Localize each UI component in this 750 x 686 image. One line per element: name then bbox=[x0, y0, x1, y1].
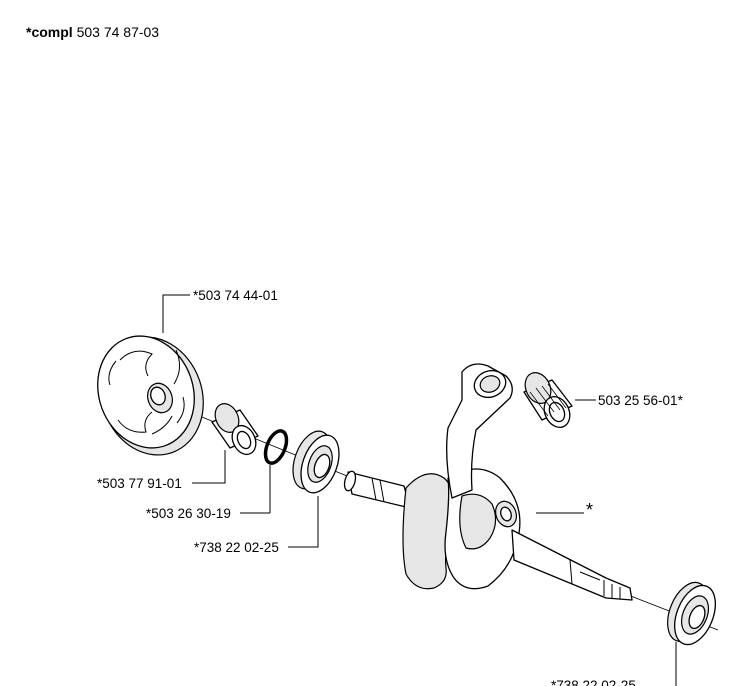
leader-bearing-left bbox=[288, 496, 319, 548]
leader-sleeve bbox=[192, 450, 226, 484]
bearing-right bbox=[667, 581, 716, 646]
bearing-left bbox=[292, 430, 340, 494]
assembly-prefix: *compl bbox=[26, 24, 73, 40]
crankshaft bbox=[343, 363, 633, 601]
callout-bearing-left: *738 22 02-25 bbox=[194, 540, 279, 555]
callout-sleeve: *503 77 91-01 bbox=[97, 476, 182, 491]
callout-o-ring: *503 26 30-19 bbox=[146, 506, 231, 521]
needle-bearing bbox=[523, 372, 573, 429]
callout-bearing-right: *738 22 02-25 bbox=[551, 678, 636, 686]
sleeve bbox=[211, 403, 259, 456]
leader-clutch bbox=[162, 294, 190, 333]
callout-crankshaft: * bbox=[586, 500, 594, 520]
callout-clutch: *503 74 44-01 bbox=[193, 288, 278, 303]
clutch bbox=[97, 335, 204, 456]
assembly-title: *compl 503 74 87-03 bbox=[26, 24, 159, 40]
o-ring bbox=[263, 429, 289, 465]
assembly-number: 503 74 87-03 bbox=[76, 24, 160, 40]
callout-needle-bearing: 503 25 56-01* bbox=[598, 393, 683, 408]
